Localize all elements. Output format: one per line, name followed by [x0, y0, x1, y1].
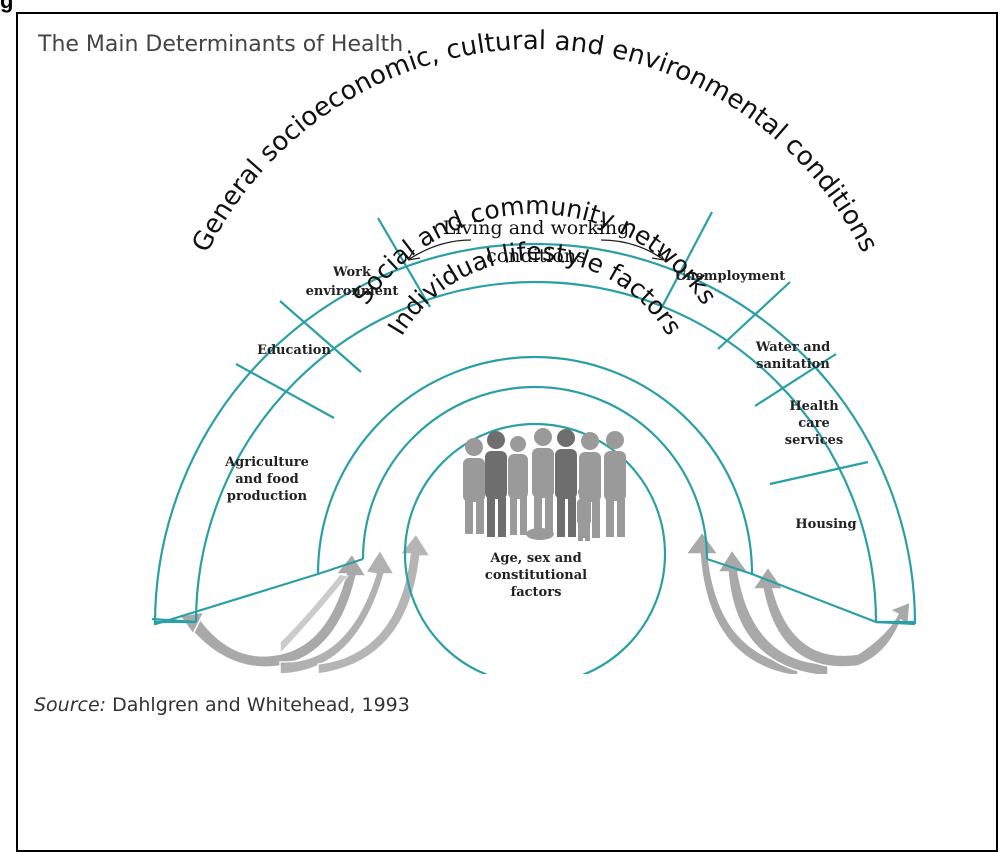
figure-frame: The Main Determinants of Health: [16, 12, 998, 852]
svg-text:services: services: [785, 433, 843, 448]
svg-text:production: production: [227, 489, 308, 504]
left-arrowhead-icon: [407, 249, 421, 261]
living-label-line2: conditions: [486, 245, 586, 267]
segment-dividers: [235, 211, 869, 486]
segment-water-sanitation: Water and sanitation: [755, 340, 831, 372]
svg-text:factors: factors: [511, 585, 562, 600]
svg-text:and food: and food: [235, 472, 299, 487]
svg-text:Agriculture: Agriculture: [224, 455, 309, 470]
svg-text:Housing: Housing: [795, 517, 856, 532]
svg-text:environment: environment: [306, 284, 399, 299]
source-citation: Source: Dahlgren and Whitehead, 1993: [34, 694, 410, 716]
svg-text:Health: Health: [789, 399, 839, 414]
svg-text:Work: Work: [332, 265, 372, 280]
svg-text:Unemployment: Unemployment: [675, 269, 786, 284]
figure-title: The Main Determinants of Health: [38, 32, 404, 57]
living-label-line1: Living and working: [443, 217, 629, 239]
people-figures-icon: [463, 428, 626, 541]
left-double-arrow: [407, 239, 472, 261]
segment-health-care: Health care services: [785, 399, 843, 448]
svg-text:sanitation: sanitation: [756, 357, 830, 372]
segment-work-environment: Work environment: [306, 265, 399, 299]
determinants-diagram: General socioeconomic, cultural and envi…: [151, 26, 917, 674]
svg-text:Age, sex and: Age, sex and: [489, 551, 581, 566]
svg-text:care: care: [798, 416, 829, 431]
cut-off-heading: g: [0, 0, 14, 13]
source-text: Dahlgren and Whitehead, 1993: [106, 694, 410, 716]
core-circle: [403, 422, 667, 674]
lifestyle-outer-ring: [361, 385, 709, 560]
core-label: Age, sex and constitutional factors: [485, 551, 587, 600]
outer-inner-ring: [194, 280, 878, 623]
right-arrowhead-icon: [651, 249, 665, 261]
segment-agriculture: Agriculture and food production: [224, 455, 309, 504]
social-outer-ring: [316, 355, 754, 575]
segment-education: Education: [257, 343, 331, 358]
svg-text:Water and: Water and: [755, 340, 831, 355]
right-arrows: [684, 530, 911, 674]
segment-unemployment: Unemployment: [675, 269, 786, 284]
source-label: Source:: [34, 694, 107, 716]
segment-housing: Housing: [795, 517, 856, 532]
svg-text:Education: Education: [257, 343, 331, 358]
rings: [151, 242, 917, 674]
svg-text:constitutional: constitutional: [485, 568, 587, 583]
right-double-arrow: [600, 239, 665, 261]
